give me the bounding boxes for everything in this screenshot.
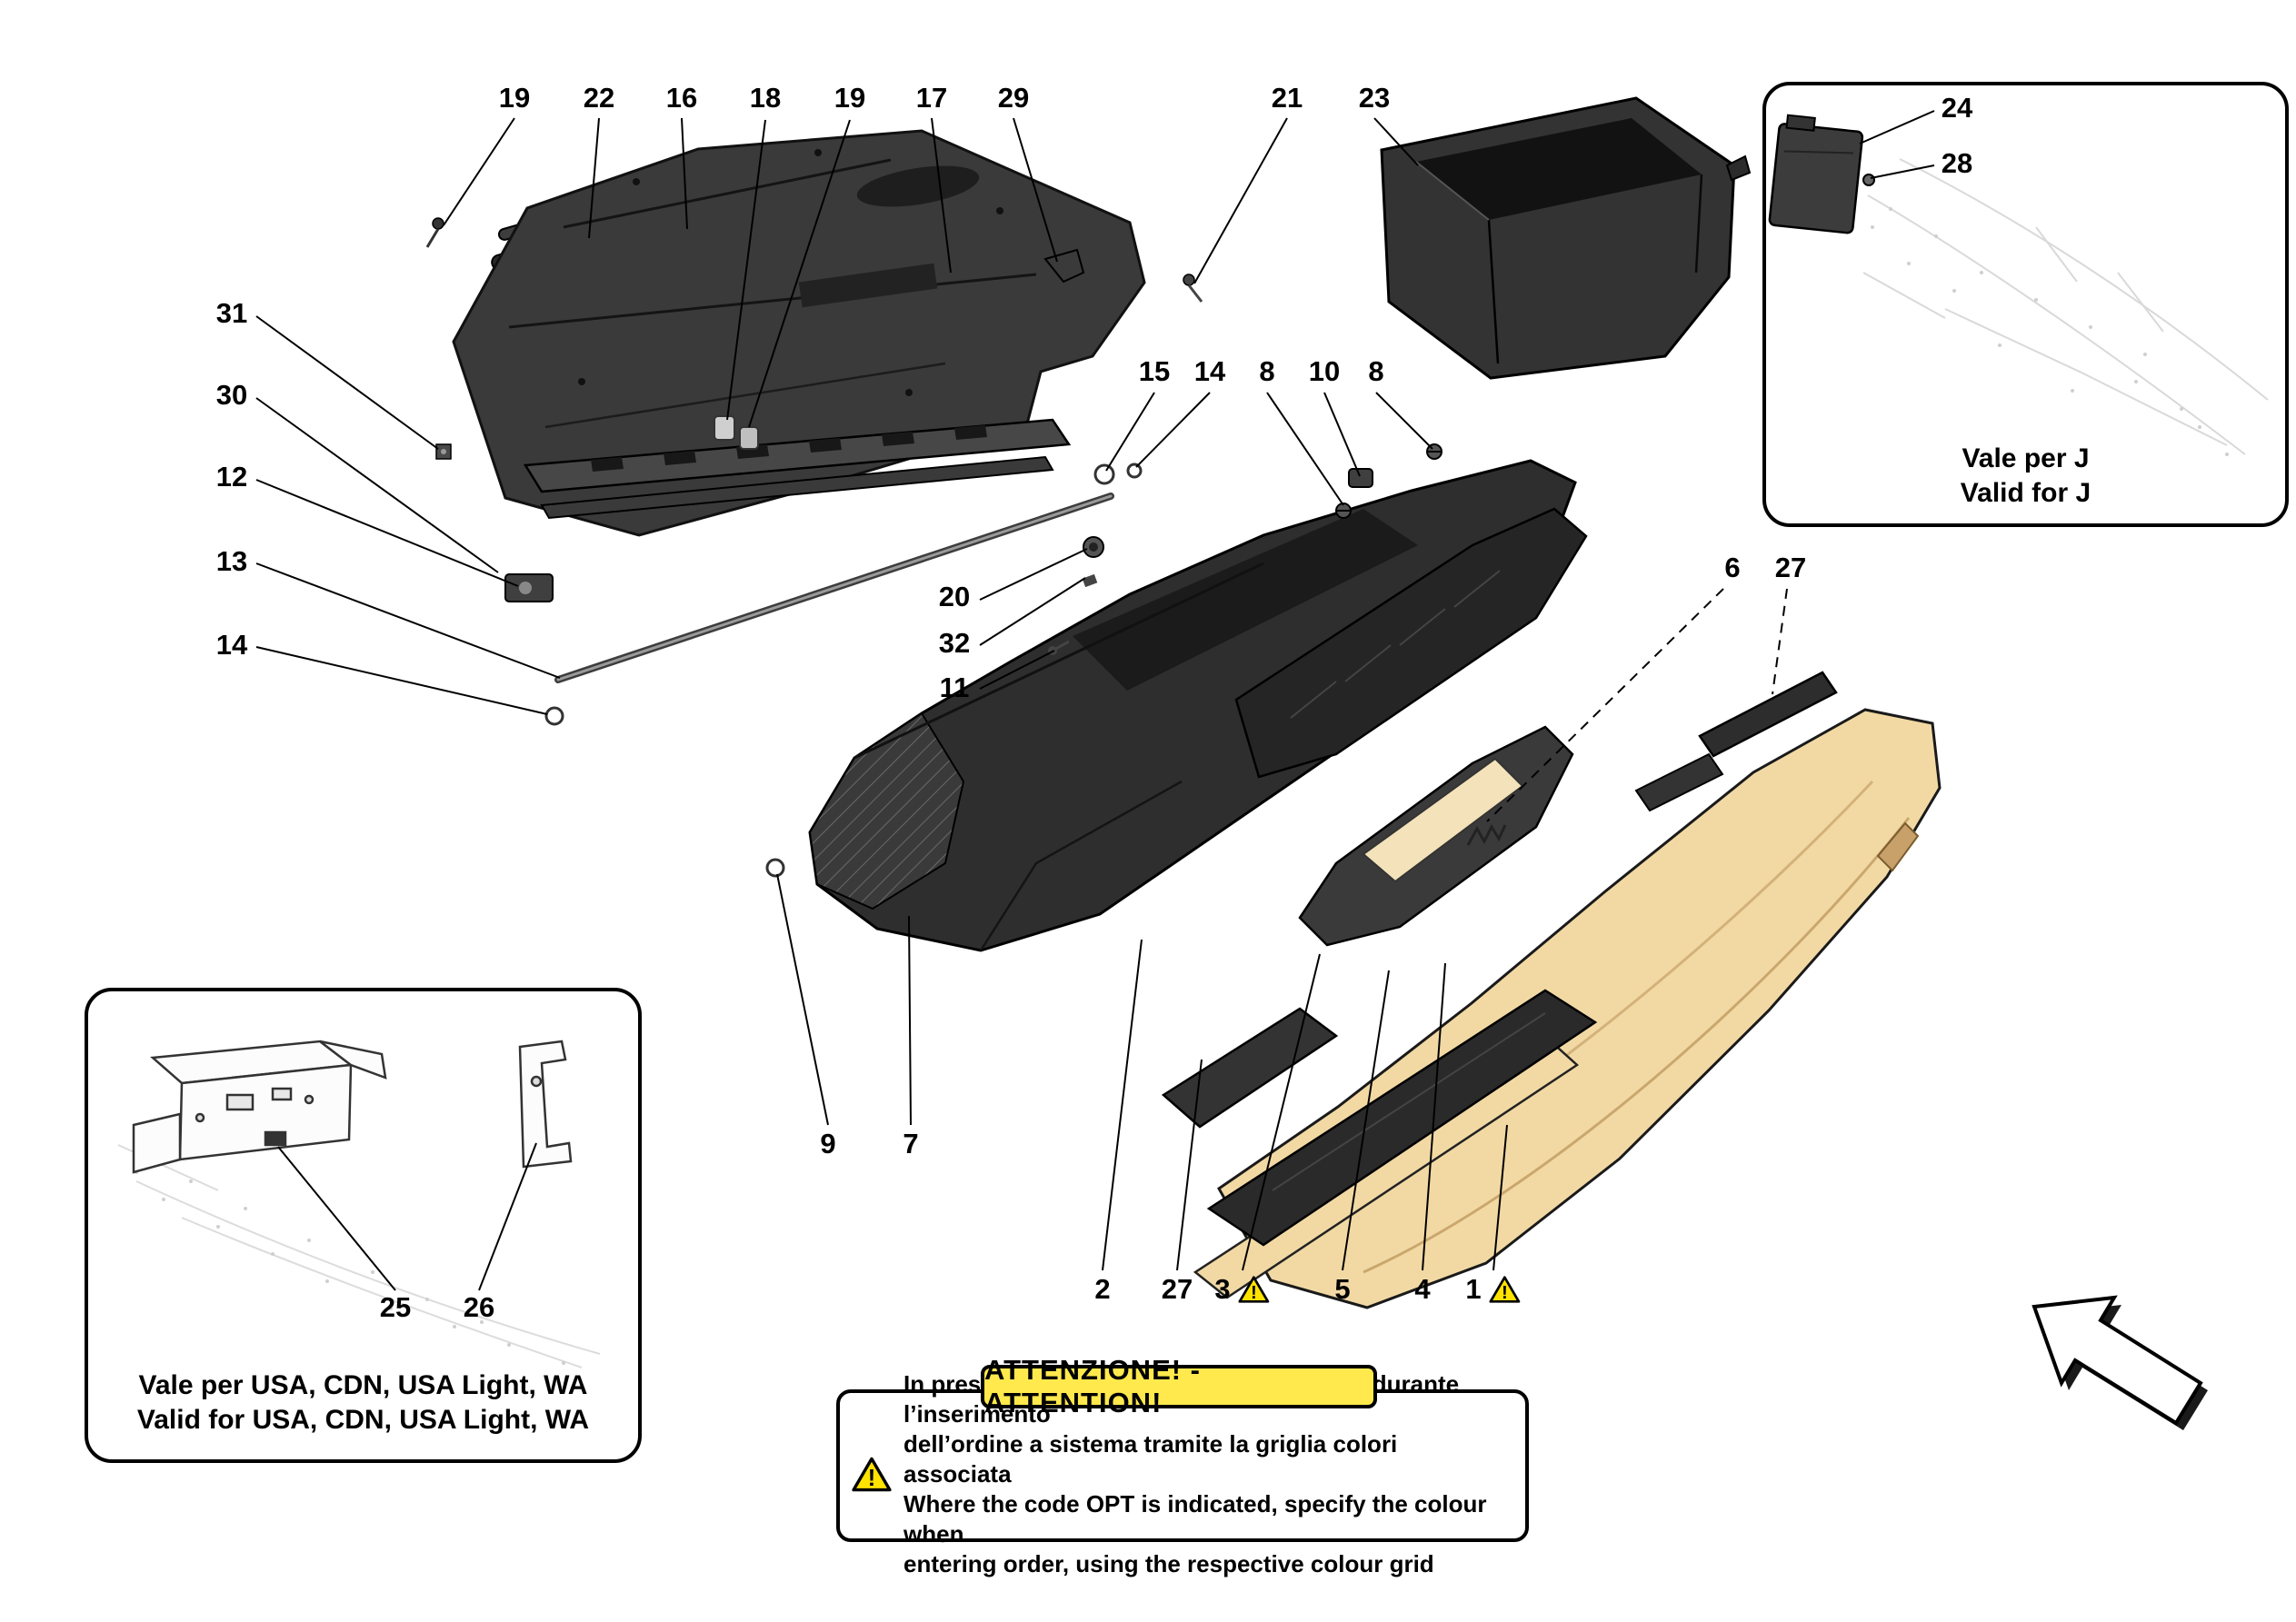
svg-text:!: ! <box>868 1464 876 1491</box>
door-latch-recess <box>1876 821 1920 872</box>
screw-19 <box>432 217 444 230</box>
attention-banner: ATTENZIONE! - ATTENTION! <box>981 1354 1377 1418</box>
trim-panel-24 <box>1768 114 1864 234</box>
leader-lines <box>255 110 1935 1291</box>
clip-10 <box>1348 468 1373 488</box>
washer-14 <box>544 706 564 726</box>
glovebox-housing <box>808 459 1577 952</box>
inset-usa: Vale per USA, CDN, USA Light, WA Valid f… <box>85 988 642 1463</box>
attention-box: ! In presenza di sigla OPT definire il c… <box>836 1370 1529 1577</box>
inset-usa-caption-it: Vale per USA, CDN, USA Light, WA <box>138 1370 588 1400</box>
attention-line-2: dell’ordine a sistema tramite la griglia… <box>903 1429 1398 1488</box>
bracket-29 <box>1043 248 1085 284</box>
ghost-sketch-right <box>1862 158 2269 456</box>
stud-32 <box>1082 573 1098 588</box>
washer-15 <box>1093 463 1115 485</box>
inset-j-caption-en: Valid for J <box>1960 478 2091 508</box>
inner-door-frame <box>1298 725 1574 947</box>
washer-14b <box>1126 463 1143 479</box>
bracket-26 <box>518 1040 573 1169</box>
warning-icon: ! <box>851 1456 893 1493</box>
washer-9 <box>765 858 785 878</box>
attention-text: In presenza di sigla OPT definire il col… <box>903 1369 1509 1579</box>
spring-6 <box>1466 823 1507 846</box>
inner-reinforcement <box>1234 507 1588 779</box>
bracket-12 <box>435 443 554 602</box>
fasteners <box>714 248 1507 878</box>
screw-21 <box>1183 274 1195 286</box>
hinge-rod <box>544 493 1114 726</box>
attention-line-3: Where the code OPT is indicated, specify… <box>903 1489 1487 1547</box>
trim-strips <box>1161 671 1838 1299</box>
direction-arrow <box>2031 1295 2208 1430</box>
bracket-25 <box>132 1040 387 1174</box>
clip-18 <box>714 415 735 441</box>
attention-line-4: entering order, using the respective col… <box>903 1549 1434 1577</box>
clip-19 <box>739 426 759 450</box>
inset-j: Vale per J Valid for J <box>1762 82 2289 527</box>
inset-j-caption-it: Vale per J <box>1962 443 2090 473</box>
inset-usa-caption-en: Valid for USA, CDN, USA Light, WA <box>136 1405 590 1435</box>
glovebox-bin <box>1380 96 1752 380</box>
